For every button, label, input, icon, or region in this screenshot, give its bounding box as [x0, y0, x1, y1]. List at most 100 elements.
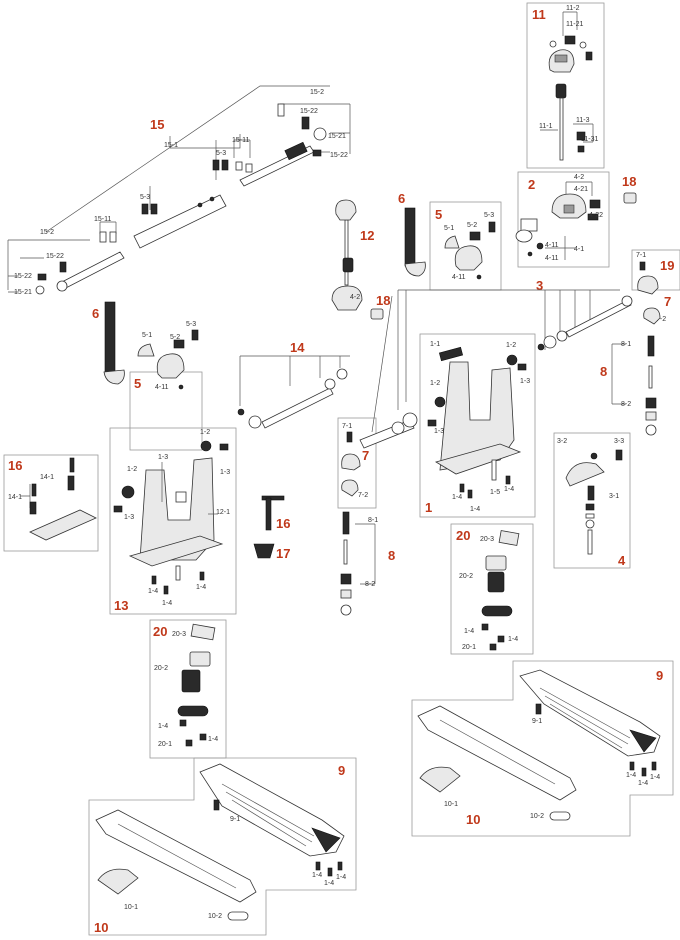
- part-label: 5-3: [484, 212, 494, 219]
- group-number: 7: [664, 294, 671, 309]
- group-number: 2: [528, 177, 535, 192]
- group-number: 18: [622, 174, 636, 189]
- group-11-box: 11 11-2 11-21 11-1 11-3 11-31: [532, 5, 598, 161]
- group-number: 10: [466, 812, 480, 827]
- part-label: 1-4: [650, 774, 660, 781]
- group-5-box-right: 5 5-1 5-2 5-3 4-11: [435, 207, 496, 281]
- group-9-footboard-left: 9 9-1 1-4 1-4 1-4: [199, 763, 346, 887]
- group-6-chain-middle: 6: [398, 191, 426, 277]
- part-label: 20-1: [462, 644, 476, 651]
- group-number: 14: [290, 340, 305, 355]
- middle-axle: [359, 290, 418, 449]
- group-13-shaft: 14: [237, 340, 350, 429]
- part-label: 3-2: [557, 438, 567, 445]
- section-boxes: [3, 2, 680, 936]
- group-14-box: 16 14-1 14-1: [8, 457, 97, 541]
- part-label: 10-1: [444, 801, 458, 808]
- group-number: 13: [114, 598, 128, 613]
- part-label: 12-1: [216, 509, 230, 516]
- part-label: 11-1: [539, 123, 553, 130]
- group-number: 12: [360, 228, 374, 243]
- part-label: 3-3: [614, 438, 624, 445]
- part-label: 1-4: [464, 628, 474, 635]
- group-10-heel-left: 10 10-1 10-2: [94, 809, 257, 935]
- part-label: 1-4: [336, 874, 346, 881]
- part-label: 1-2: [127, 466, 137, 473]
- part-label: 4-1: [574, 246, 584, 253]
- part-label: 20-3: [172, 631, 186, 638]
- group-number: 19: [660, 258, 674, 273]
- part-label: 4-11: [155, 384, 169, 391]
- group-number: 3: [536, 278, 543, 293]
- part-label: 15-1: [164, 142, 178, 149]
- part-label: 14-1: [8, 494, 22, 501]
- part-label: 8-1: [621, 341, 631, 348]
- part-label: 14-1: [40, 474, 54, 481]
- group-4-box: 2 4-2 4-21 4-22 4-11 4-1 4-11: [515, 174, 603, 262]
- group-1-box: 1 1-1 1-2 1-3 1-2 1-3 1-4 1-4 1-5 1-4: [425, 341, 530, 515]
- group-number: 5: [435, 207, 442, 222]
- group-number: 10: [94, 920, 108, 935]
- part-label: 20-2: [154, 665, 168, 672]
- part-label: 1-4: [208, 736, 218, 743]
- part-label: 8-2: [365, 581, 375, 588]
- group-3-box: 4 3-2 3-3 3-1: [557, 438, 626, 568]
- group-11-beater: 12 4-2: [331, 199, 374, 311]
- part-label: 7-1: [342, 423, 352, 430]
- part-label: 4-2: [574, 174, 584, 181]
- part-label: 7-1: [636, 252, 646, 259]
- group-18-middle: 18: [370, 293, 390, 320]
- group-8-spring-middle: 8 8-1 8-2: [340, 511, 395, 616]
- part-label: 1-3: [520, 378, 530, 385]
- part-label: 1-4: [504, 486, 514, 493]
- part-label: 15-22: [46, 253, 64, 260]
- part-label: 1-4: [452, 494, 462, 501]
- part-label: 3-1: [609, 493, 619, 500]
- group-number: 6: [398, 191, 405, 206]
- part-label: 11-2: [566, 5, 580, 12]
- part-label: 1-4: [470, 506, 480, 513]
- part-label: 10-2: [530, 813, 544, 820]
- part-label: 5-2: [467, 222, 477, 229]
- part-label: 11-31: [581, 136, 598, 143]
- part-label: 1-4: [162, 600, 172, 607]
- part-label: 1-5: [490, 489, 500, 496]
- group-17-cap: 17: [253, 543, 290, 561]
- group-number: 15: [150, 117, 164, 132]
- group-number: 17: [276, 546, 290, 561]
- group-number: 1: [425, 500, 432, 515]
- part-label: 15-21: [328, 133, 346, 140]
- part-label: 15-2: [40, 229, 54, 236]
- group-number: 16: [276, 516, 290, 531]
- group-16-key: 16: [261, 495, 290, 531]
- group-6-chain-left: 6: [92, 301, 125, 385]
- part-label: 15-22: [330, 152, 348, 159]
- part-label: 1-4: [196, 584, 206, 591]
- group-20-box-left: 20 20-3 20-2 1-4 1-4 20-1: [153, 623, 218, 748]
- part-label: 1-4: [148, 588, 158, 595]
- part-label: 15-11: [232, 137, 249, 144]
- group-15: 15 15-2 15-22 15-21 15-22 15-1 5-3 15-11…: [7, 85, 351, 296]
- group-9-footboard-right: 9 9-1 1-4 1-4 1-4: [519, 668, 663, 787]
- group-12-box: 13 1-2 1-3 1-2 1-3 12-1 1-3 1-4 1-4 1-4: [113, 429, 230, 613]
- part-label: 15-11: [94, 216, 111, 223]
- part-label: 5-1: [444, 225, 454, 232]
- part-label: 1-3: [434, 428, 444, 435]
- part-label: 11-21: [566, 21, 583, 28]
- part-label: 7-2: [656, 316, 666, 323]
- group-number: 20: [456, 528, 470, 543]
- part-label: 5-3: [186, 321, 196, 328]
- part-label: 4-21: [574, 186, 588, 193]
- group-20-box-right: 20 20-3 20-2 1-4 1-4 20-1: [456, 528, 520, 651]
- part-label: 1-4: [324, 880, 334, 887]
- part-label: 1-4: [638, 780, 648, 787]
- group-number: 18: [376, 293, 390, 308]
- group-number: 7: [362, 448, 369, 463]
- part-label: 5-2: [170, 334, 180, 341]
- part-label: 5-3: [140, 194, 150, 201]
- part-label: 7-2: [358, 492, 368, 499]
- part-label: 8-2: [621, 401, 631, 408]
- part-label: 4-11: [545, 242, 559, 249]
- part-label: 1-2: [200, 429, 210, 436]
